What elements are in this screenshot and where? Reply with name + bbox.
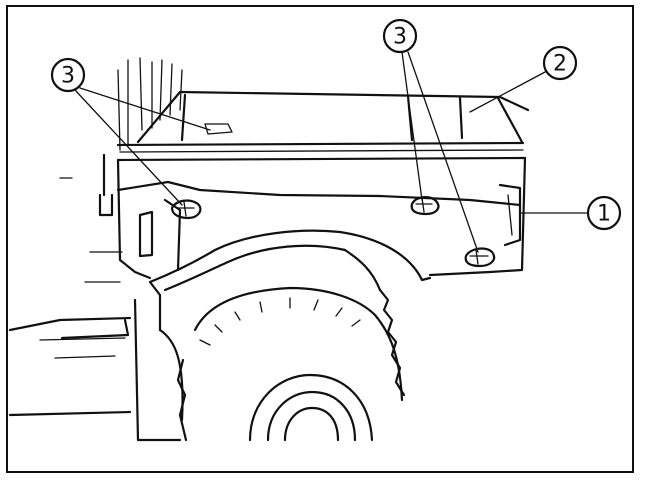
bolt-left	[170, 199, 202, 220]
bolt-locations	[170, 196, 496, 268]
bolt-middle	[410, 196, 440, 216]
wheel-arch	[133, 229, 432, 442]
cab-pillar	[98, 57, 183, 217]
leader-lines	[74, 51, 589, 253]
callout-3-left: 3	[50, 57, 86, 93]
callout-label: 1	[597, 202, 611, 227]
cab-body	[8, 177, 132, 417]
callout-1: 1	[586, 195, 622, 231]
callout-3-middle: 3	[382, 18, 418, 54]
callout-label: 3	[61, 64, 75, 89]
bolt-rear	[464, 247, 496, 268]
bed-top-rail	[116, 90, 530, 162]
bed-side-panel	[116, 156, 527, 280]
diagram-frame	[6, 5, 634, 473]
callout-2: 2	[542, 45, 578, 81]
tire	[176, 286, 406, 442]
callout-label: 2	[553, 52, 567, 77]
callout-label: 3	[393, 25, 407, 50]
